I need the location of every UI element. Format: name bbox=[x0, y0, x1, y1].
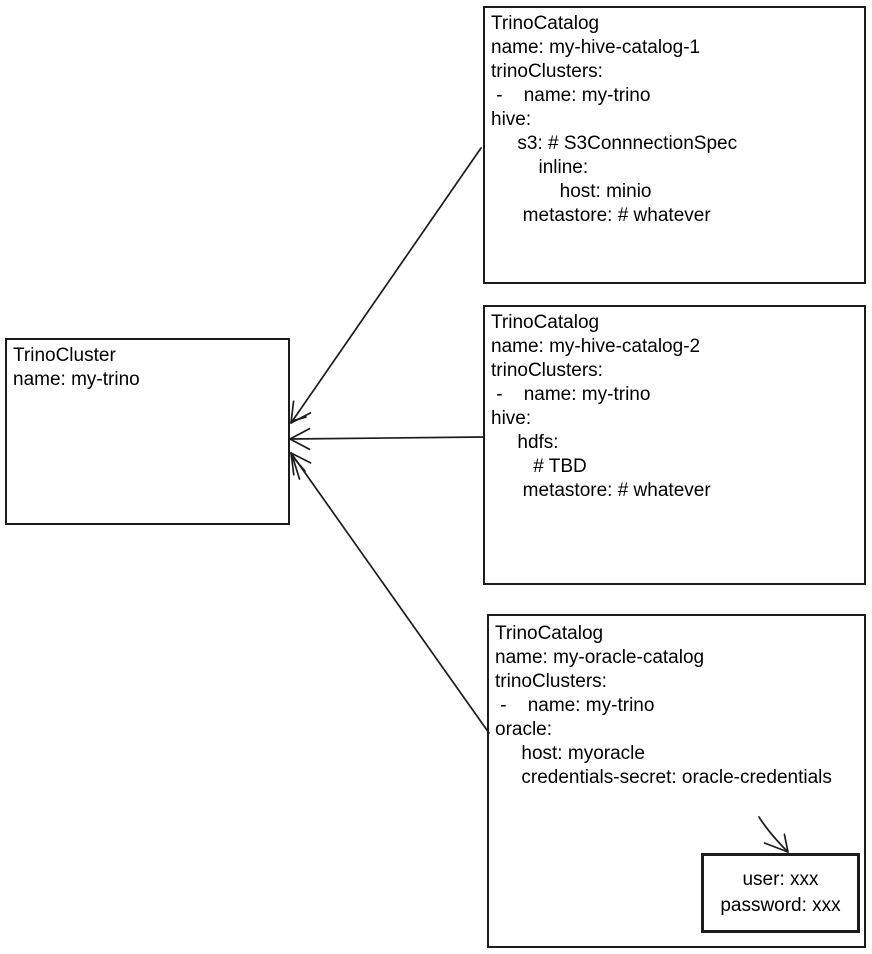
yaml-line: trinoClusters: bbox=[491, 61, 603, 82]
connector-catalog2-to-cluster bbox=[289, 427, 485, 451]
connector-catalog3-to-cluster bbox=[290, 452, 490, 734]
yaml-line: s3: # S3ConnnectionSpec bbox=[491, 133, 738, 154]
yaml-line: TrinoCatalog bbox=[491, 312, 600, 333]
yaml-line: trinoClusters: bbox=[495, 671, 607, 692]
yaml-line: inline: bbox=[491, 157, 589, 178]
cluster-name-label: name: my-trino bbox=[13, 369, 140, 390]
yaml-line: hdfs: bbox=[491, 432, 559, 453]
trino-catalog-box-3: TrinoCatalog name: my-oracle-catalog tri… bbox=[487, 614, 866, 948]
yaml-line: hive: bbox=[491, 109, 532, 130]
yaml-line: - name: my-trino bbox=[491, 85, 651, 106]
yaml-line: oracle: bbox=[495, 719, 553, 740]
yaml-line: hive: bbox=[491, 408, 532, 429]
credentials-user-label: user: xxx bbox=[742, 869, 819, 890]
yaml-line: host: myoracle bbox=[495, 743, 645, 764]
cluster-kind-label: TrinoCluster bbox=[13, 345, 116, 366]
yaml-line: - name: my-trino bbox=[491, 384, 651, 405]
trino-catalog-box-1: TrinoCatalog name: my-hive-catalog-1 tri… bbox=[483, 6, 866, 284]
trino-catalog-box-2: TrinoCatalog name: my-hive-catalog-2 tri… bbox=[483, 305, 866, 585]
yaml-line: - name: my-trino bbox=[495, 695, 655, 716]
yaml-line: credentials-secret: oracle-credentials bbox=[495, 767, 832, 788]
yaml-line: name: my-hive-catalog-1 bbox=[491, 37, 701, 58]
yaml-line: trinoClusters: bbox=[491, 360, 603, 381]
yaml-line: host: minio bbox=[491, 181, 652, 202]
credentials-secret-box: user: xxx password: xxx bbox=[701, 853, 860, 933]
yaml-line: TrinoCatalog bbox=[495, 623, 604, 644]
trino-cluster-box: TrinoCluster name: my-trino bbox=[5, 338, 290, 525]
yaml-line: TrinoCatalog bbox=[491, 13, 600, 34]
yaml-line: metastore: # whatever bbox=[491, 480, 711, 501]
connector-catalog1-to-cluster bbox=[290, 147, 482, 424]
yaml-line: metastore: # whatever bbox=[491, 205, 711, 226]
yaml-line: name: my-oracle-catalog bbox=[495, 647, 705, 668]
yaml-line: name: my-hive-catalog-2 bbox=[491, 336, 701, 357]
yaml-line: # TBD bbox=[491, 456, 587, 477]
credentials-password-label: password: xxx bbox=[720, 895, 841, 916]
